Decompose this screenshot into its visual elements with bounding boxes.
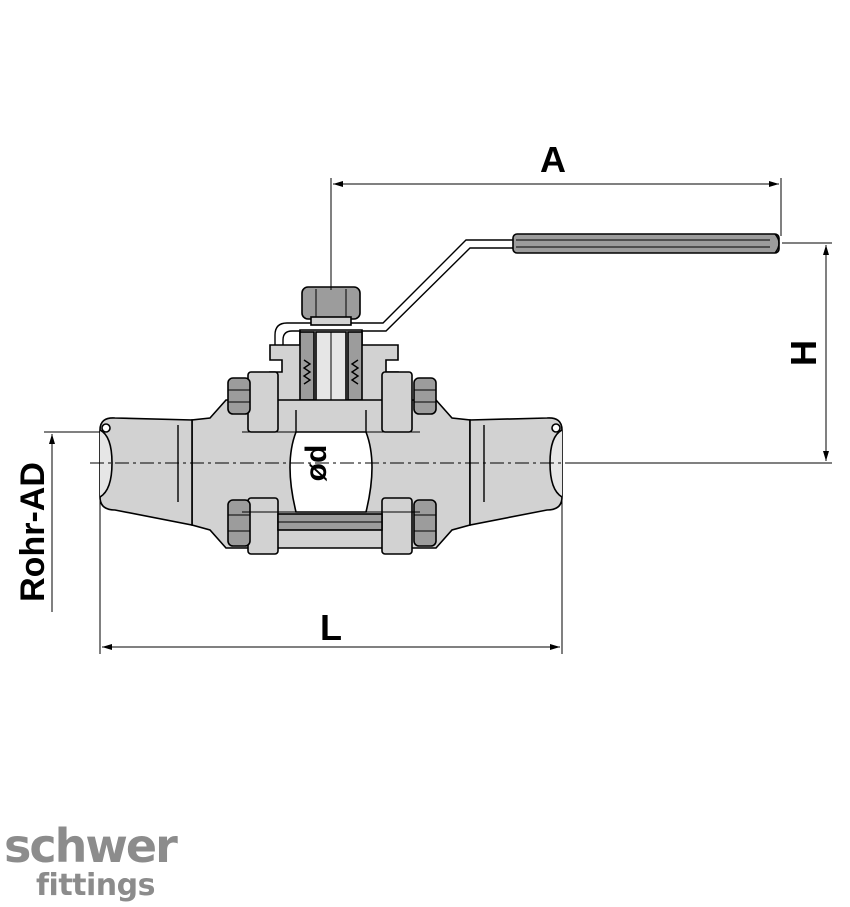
dimension-tube-od: Rohr-AD	[14, 431, 100, 612]
dimension-h-label: H	[783, 340, 824, 366]
dimension-a: A	[330, 139, 782, 290]
dimension-l: L	[99, 500, 563, 654]
valve-bore	[242, 410, 420, 513]
tube-ends	[99, 417, 563, 526]
dimension-tube-od-label: Rohr-AD	[14, 462, 52, 602]
logo-schwer-text: schwer	[4, 819, 178, 873]
bore-diameter-label: ød	[300, 445, 333, 482]
dimension-h: H	[570, 242, 832, 464]
dimension-l-label: L	[320, 607, 342, 648]
stem-nut	[301, 286, 361, 326]
logo-fittings-text: fittings	[36, 868, 155, 903]
dimension-a-label: A	[540, 139, 566, 180]
schwer-fittings-logo: schwer fittings	[4, 819, 180, 903]
